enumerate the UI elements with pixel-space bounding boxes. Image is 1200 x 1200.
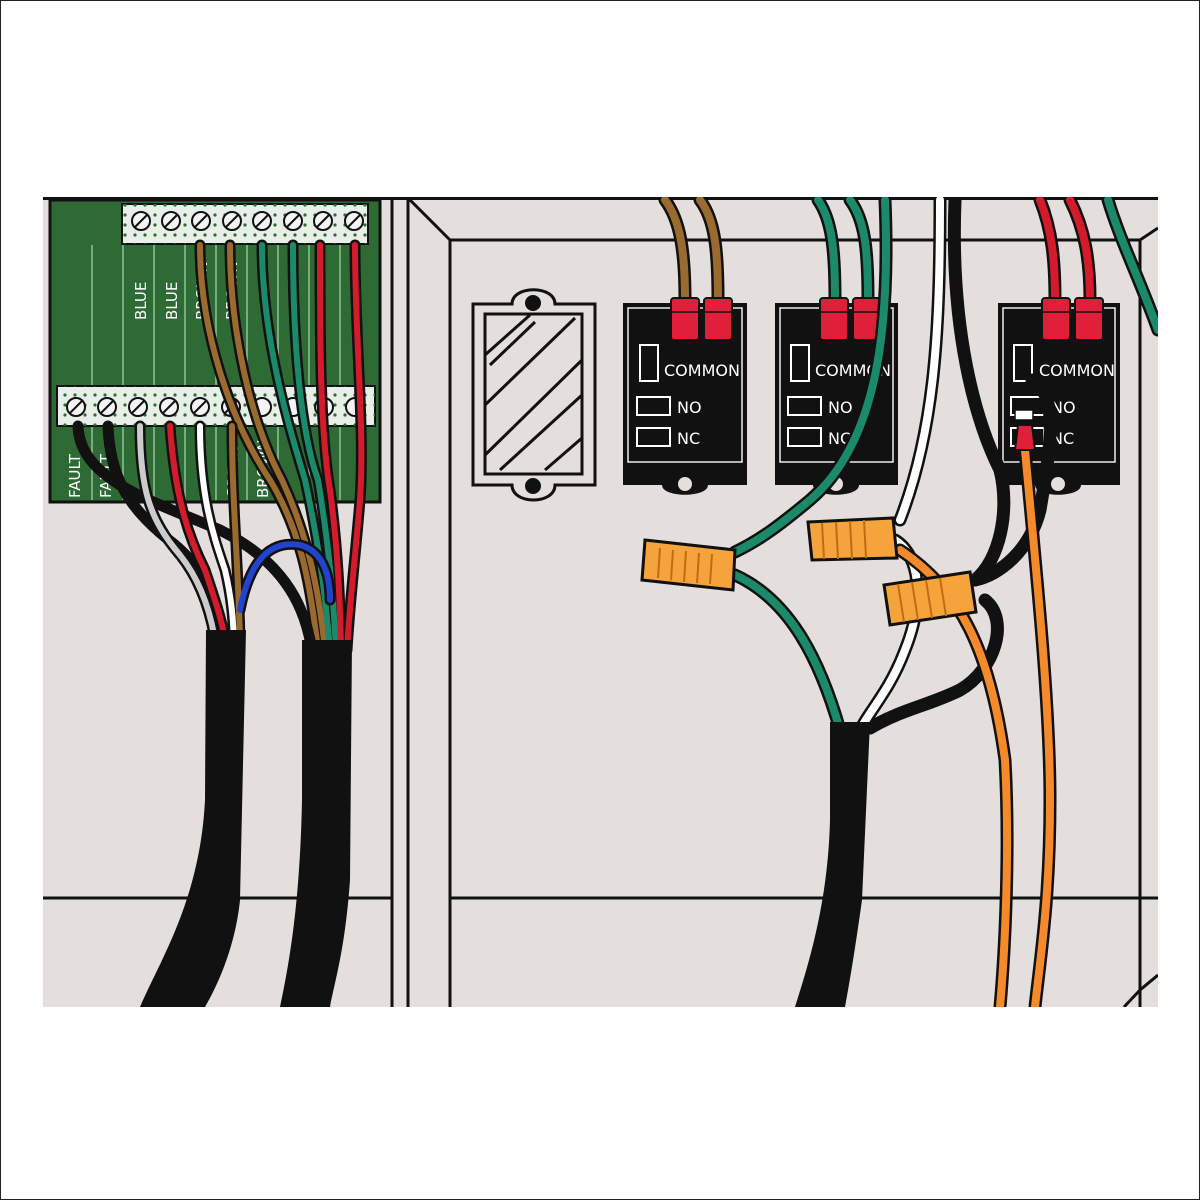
spade-connector-icon bbox=[670, 297, 1104, 341]
spade-connector-icon bbox=[1013, 409, 1037, 451]
relay-1-common-label: COMMON bbox=[664, 361, 740, 380]
terminal-label-3: BLUE bbox=[132, 282, 150, 320]
right-wiring bbox=[728, 197, 1057, 1007]
cable-sheath-center bbox=[280, 640, 352, 1007]
terminal-label-4: BLUE bbox=[163, 282, 181, 320]
terminal-label-1: FAULT bbox=[66, 453, 84, 498]
relay-3-nc-label: NC bbox=[1051, 429, 1074, 448]
relay-2-nc-label: NC bbox=[828, 429, 851, 448]
relay-1-nc-label: NC bbox=[677, 429, 700, 448]
relay-3-common-label: COMMON bbox=[1039, 361, 1115, 380]
relay-2-no-label: NO bbox=[828, 398, 853, 417]
wire-nut-icon bbox=[806, 516, 899, 562]
left-cable-wires bbox=[72, 420, 336, 646]
cable-sheath-left bbox=[140, 630, 246, 1007]
knockout-plate bbox=[471, 288, 597, 502]
relay-3-no-label: NO bbox=[1051, 398, 1076, 417]
wire-nut-icon bbox=[640, 538, 737, 592]
cable-sheath-right bbox=[795, 722, 870, 1007]
wire-nut-icon bbox=[882, 570, 978, 627]
relay-input-wires bbox=[658, 197, 1158, 337]
relay-1-no-label: NO bbox=[677, 398, 702, 417]
